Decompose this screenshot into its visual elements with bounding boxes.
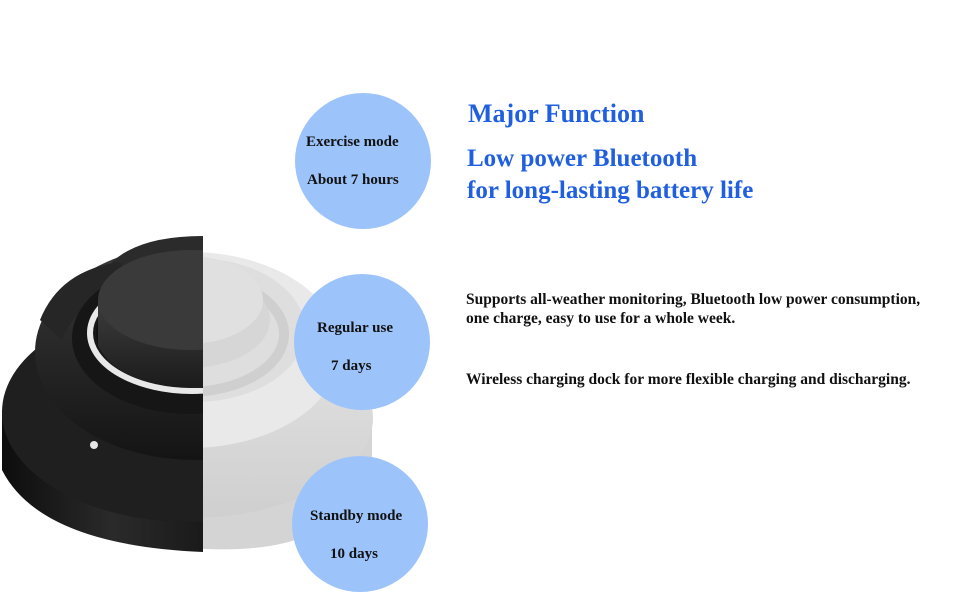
regular-use-label: Regular use xyxy=(317,320,393,336)
bluetooth-subtitle-line2: for long-lasting battery life xyxy=(467,177,754,204)
regular-use-duration: 7 days xyxy=(331,358,372,374)
exercise-mode-badge xyxy=(295,93,431,229)
exercise-mode-label: Exercise mode xyxy=(306,134,399,150)
standby-mode-badge xyxy=(292,456,428,592)
charging-description: Wireless charging dock for more flexible… xyxy=(466,371,911,388)
standby-mode-label: Standby mode xyxy=(310,508,403,524)
bluetooth-subtitle: Low power Bluetooth for long-lasting bat… xyxy=(467,143,753,207)
monitoring-description: Supports all-weather monitoring, Bluetoo… xyxy=(466,291,921,327)
major-function-title: Major Function xyxy=(468,99,645,128)
bluetooth-subtitle-line1: Low power Bluetooth xyxy=(467,145,698,172)
exercise-mode-duration: About 7 hours xyxy=(307,172,399,188)
regular-use-badge xyxy=(294,274,430,410)
standby-mode-duration: 10 days xyxy=(330,546,378,562)
dock-solid-half xyxy=(2,236,203,552)
